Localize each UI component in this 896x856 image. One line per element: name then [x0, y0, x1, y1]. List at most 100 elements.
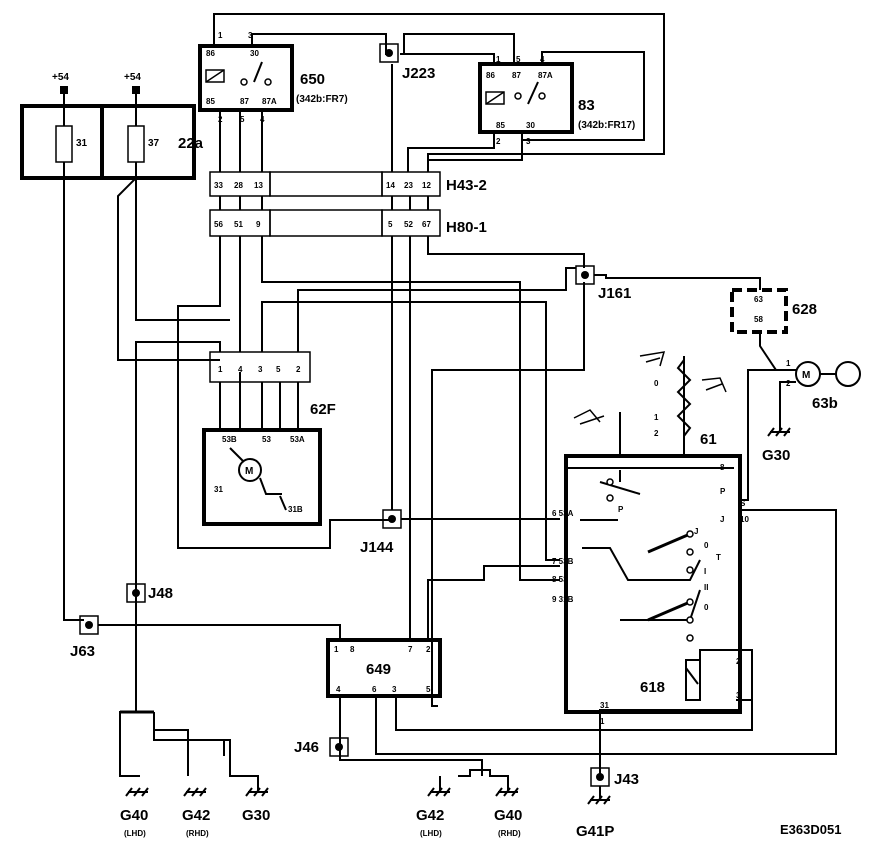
- r83-87: 87: [512, 71, 521, 80]
- wire-649-4: [339, 696, 483, 776]
- supply-terminal-right: [132, 86, 140, 94]
- ground-g30-right: G30: [762, 427, 791, 464]
- r650-30: 30: [250, 49, 259, 58]
- ground-g40-lhd: G40 (LHD): [120, 787, 149, 838]
- svg-text:3: 3: [392, 685, 397, 694]
- svg-text:J: J: [720, 515, 724, 524]
- svg-text:J63: J63: [70, 643, 95, 660]
- r83-85: 85: [496, 121, 505, 130]
- svg-text:8: 8: [350, 645, 355, 654]
- fuse-37-label: 37: [148, 138, 160, 149]
- r650-pin1: 1: [218, 31, 223, 40]
- svg-text:1: 1: [600, 717, 605, 726]
- svg-text:P: P: [618, 505, 624, 514]
- svg-text:M: M: [245, 466, 253, 477]
- svg-text:7: 7: [408, 645, 413, 654]
- wire-628: [594, 274, 796, 371]
- svg-text:53B: 53B: [222, 435, 237, 444]
- svg-text:G42: G42: [182, 807, 210, 824]
- wire-h80-56: [177, 236, 392, 549]
- svg-text:67: 67: [422, 220, 431, 229]
- svg-text:2: 2: [296, 365, 301, 374]
- module-628: 63 58 628: [730, 288, 817, 334]
- wire-r650-1: [213, 13, 665, 172]
- switch618-label: 618: [640, 679, 665, 696]
- r650-pin3: 3: [248, 31, 253, 40]
- motor63b-label: 63b: [812, 395, 838, 412]
- wire-fuse37: [117, 94, 230, 361]
- svg-text:J223: J223: [402, 65, 435, 82]
- svg-text:II: II: [704, 583, 708, 592]
- r83-pin5: 5: [516, 55, 521, 64]
- ground-g42-lhd: G42 (LHD): [416, 787, 451, 838]
- svg-text:4: 4: [238, 365, 243, 374]
- wire-h80-67: [427, 236, 585, 707]
- svg-text:G41P: G41P: [576, 823, 614, 840]
- svg-text:9: 9: [256, 220, 261, 229]
- fuse-31-label: 31: [76, 138, 88, 149]
- r650-86: 86: [206, 49, 215, 58]
- svg-text:G30: G30: [242, 807, 270, 824]
- r83-pin1: 1: [496, 55, 501, 64]
- ground-g40-rhd: G40 (RHD): [494, 787, 522, 838]
- svg-text:J144: J144: [360, 539, 394, 556]
- svg-text:9 31B: 9 31B: [552, 595, 574, 604]
- svg-text:P: P: [720, 487, 726, 496]
- svg-text:G42: G42: [416, 807, 444, 824]
- relay83-label: 83: [578, 97, 595, 114]
- connector-62f: 1 4 3 5 2 62F: [209, 351, 336, 418]
- svg-text:31B: 31B: [288, 505, 303, 514]
- svg-text:53A: 53A: [290, 435, 305, 444]
- svg-text:G40: G40: [120, 807, 148, 824]
- wire-62f-motor: [219, 382, 299, 430]
- diagram-code: E363D051: [780, 822, 841, 837]
- wire-switch-618: [699, 649, 753, 700]
- r650-87A: 87A: [262, 97, 277, 106]
- svg-text:2: 2: [736, 657, 741, 666]
- wire-switch-top: [619, 356, 692, 456]
- module-649: 1 8 7 2 649 4 6 3 5: [326, 638, 442, 698]
- wire-63b-1: [740, 369, 776, 501]
- junction-j43: J43: [590, 767, 639, 788]
- svg-text:2: 2: [654, 429, 659, 438]
- svg-text:M: M: [802, 370, 810, 381]
- wire-switch-ground: [599, 709, 740, 776]
- ground-g30-left: G30: [242, 787, 270, 824]
- wire-h43-h80: [219, 196, 429, 210]
- r83-pin2: 2: [496, 137, 501, 146]
- svg-text:7 53B: 7 53B: [552, 557, 574, 566]
- svg-text:23: 23: [404, 181, 413, 190]
- svg-text:(LHD): (LHD): [420, 829, 442, 838]
- wire-fuse31: [63, 94, 84, 621]
- svg-text:(RHD): (RHD): [498, 829, 521, 838]
- junction-j48: J48: [126, 583, 173, 603]
- junction-j63: J63: [70, 615, 99, 660]
- supply-terminal-left: [60, 86, 68, 94]
- r650-pin5: 5: [240, 115, 245, 124]
- r650-85: 85: [206, 97, 215, 106]
- wire-r650-bottom: [219, 110, 263, 172]
- svg-text:1: 1: [654, 413, 659, 422]
- svg-text:1: 1: [786, 359, 791, 368]
- svg-text:8 53: 8 53: [552, 575, 568, 584]
- junction-j46: J46: [294, 737, 349, 757]
- fusebox-label: 22a: [178, 135, 204, 152]
- wire-r83-bottom: [407, 132, 523, 172]
- junction-j144: J144: [360, 509, 402, 556]
- svg-text:2: 2: [426, 645, 431, 654]
- r83-30: 30: [526, 121, 535, 130]
- relay650-label: 650: [300, 71, 325, 88]
- svg-text:G30: G30: [762, 447, 790, 464]
- ground-g41p: G41P: [576, 795, 614, 840]
- wire-j63-649: [98, 624, 341, 640]
- junction-j223: J223: [379, 43, 435, 82]
- svg-text:51: 51: [234, 220, 243, 229]
- svg-text:4: 4: [336, 685, 341, 694]
- wire-ground-tree: [119, 706, 259, 792]
- wire-62f-1: [135, 341, 221, 706]
- wire-649-2: [427, 565, 560, 640]
- wire-62f-5: [261, 301, 560, 561]
- supply-right-label: +54: [124, 72, 141, 83]
- relay-83: 1 5 4 86 87 87A 85 30 2 3 83 (342b:FR17): [478, 55, 635, 146]
- wire-62f-2: [297, 267, 576, 352]
